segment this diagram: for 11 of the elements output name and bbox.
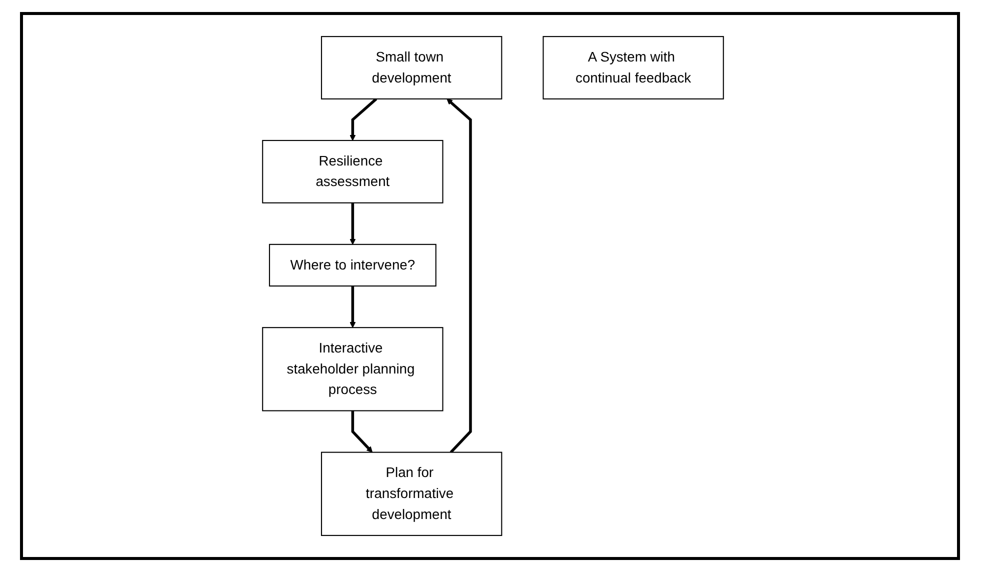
arrow: [350, 98, 378, 141]
node-box: Where to intervene?: [268, 244, 436, 287]
arrow: [350, 202, 356, 245]
node-box: A System with continual feedback: [542, 36, 724, 100]
node-box: Small town development: [320, 36, 502, 100]
node-box: Interactive stakeholder planning process: [262, 327, 444, 412]
arrow: [350, 286, 356, 328]
arrow: [446, 98, 472, 454]
node-box: Resilience assessment: [262, 140, 444, 204]
node-box: Plan for transformative development: [320, 452, 502, 536]
arrow: [351, 410, 373, 453]
